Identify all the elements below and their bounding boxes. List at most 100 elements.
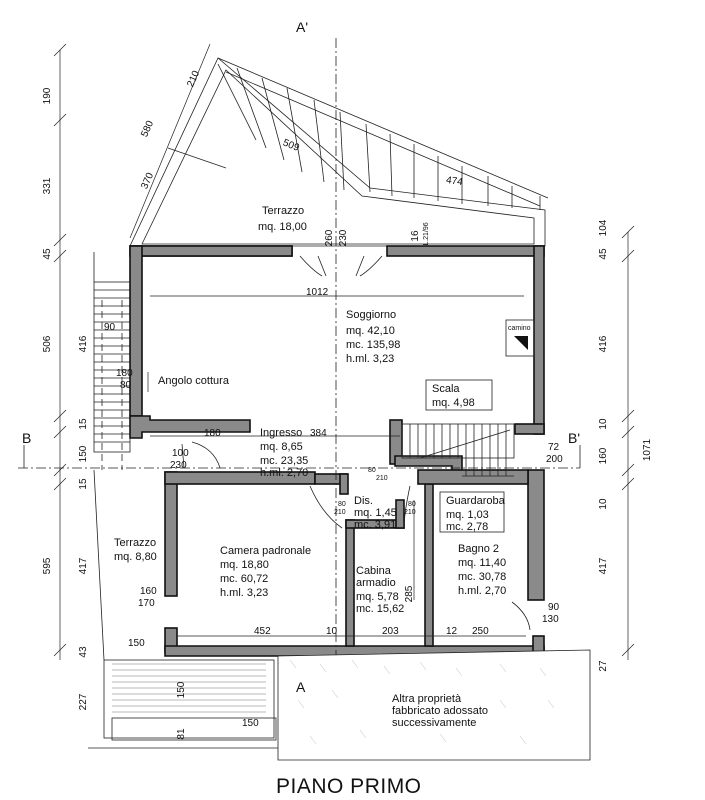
dim-170: 170 [138,598,155,609]
cabina-volume: mc. 15,62 [356,603,404,615]
dim-10: 10 [326,626,338,637]
dim-203: 203 [382,626,399,637]
dim-left-190: 190 [42,87,53,104]
camera-name: Camera padronale [220,545,311,557]
bagno-area: mq. 11,40 [458,557,506,569]
room-labels: Terrazzo mq. 18,00 Soggiorno mq. 42,10 m… [114,205,506,729]
dim-210-c: 210 [334,509,346,516]
dim-left-417: 417 [78,557,89,574]
dim-right-45: 45 [598,248,609,260]
dim-top-l2196: L.21/96 [423,222,430,245]
dim-left-43: 43 [78,646,89,658]
cabina-name: Cabina [356,565,392,577]
fireplace: camino [505,319,535,357]
dim-80-c: 80 [338,501,346,508]
dim-left-15b: 15 [78,478,89,490]
dim-452: 452 [254,626,271,637]
inner-dimensions: 1012 90 180 80 180 384 100 230 72 200 80… [104,287,563,740]
dim-left-416: 416 [78,335,89,352]
ingresso-volume: mc. 23,35 [260,455,308,467]
dim-left-15a: 15 [78,418,89,430]
camera-height: h.ml. 3,23 [220,587,268,599]
section-a-top: A' [296,19,308,35]
dim-top-580: 580 [139,119,156,139]
dim-top-210: 210 [185,69,202,89]
dim-right-1071: 1071 [642,438,653,461]
dim-150-c: 150 [242,718,259,729]
internal-stair [401,423,515,477]
terrazzo-top-name: Terrazzo [262,205,304,217]
dim-180-a: 180 [116,368,133,379]
dim-right-10a: 10 [598,418,609,430]
doors [181,255,531,631]
dis-area: mq. 1,45 [354,507,397,519]
bagno-height: h.ml. 2,70 [458,585,506,597]
dim-right-416: 416 [598,335,609,352]
dim-left-331: 331 [42,177,53,194]
dim-right-27: 27 [598,660,609,672]
guardaroba-volume: mc. 2,78 [446,521,488,533]
ingresso-height: h.ml. 2,70 [260,467,308,479]
camera-volume: mc. 60,72 [220,573,268,585]
dim-left-150: 150 [78,445,89,462]
dim-285: 285 [404,585,415,602]
camera-area: mq. 18,80 [220,559,269,571]
dim-right-417: 417 [598,557,609,574]
bagno-name: Bagno 2 [458,543,499,555]
dim-72: 72 [548,442,560,453]
dim-384: 384 [310,428,327,439]
section-b-left: B [22,430,31,446]
dimension-lines [53,43,635,660]
guardaroba-area: mq. 1,03 [446,509,489,521]
terrazzo-left-name: Terrazzo [114,537,156,549]
dim-81: 81 [176,728,187,740]
dim-left-227: 227 [78,693,89,710]
dim-210-d: 210 [404,509,416,516]
cabina-name2: armadio [356,577,396,589]
dim-150-b: 150 [176,681,187,698]
dim-top-370: 370 [139,171,156,191]
dim-80-d: 80 [408,501,416,508]
dim-150-a: 150 [128,638,145,649]
dim-250: 250 [472,626,489,637]
dim-100: 100 [172,448,189,459]
dim-1012: 1012 [306,287,329,298]
dim-200: 200 [546,454,563,465]
dim-12: 12 [446,626,458,637]
terrazzo-left-area: mq. 8,80 [114,551,157,563]
dim-130: 130 [542,614,559,625]
cabina-area: mq. 5,78 [356,591,399,603]
terrazzo-top-area: mq. 18,00 [258,221,307,233]
dim-left-506: 506 [42,335,53,352]
top-dimensions: 580 210 370 509 474 260 230 16 L.21/96 [139,69,464,247]
note-line2: fabbricato adossato [392,705,488,717]
ingresso-name: Ingresso [260,427,302,439]
dim-right-160: 160 [598,447,609,464]
section-a-bottom: A [296,679,306,695]
note-line1: Altra proprietà [392,693,462,705]
soggiorno-height: h.ml. 3,23 [346,353,394,365]
angolo-cottura-name: Angolo cottura [158,375,230,387]
dim-230: 230 [170,460,187,471]
plan-title: PIANO PRIMO [276,775,422,798]
section-marks: A' A B B' [22,19,580,695]
dim-right-10b: 10 [598,498,609,510]
scala-area: mq. 4,98 [432,397,475,409]
bagno-volume: mc. 30,78 [458,571,506,583]
section-b-right: B' [568,430,580,446]
dim-left-45: 45 [42,248,53,260]
camino-label: camino [508,325,531,332]
dim-160: 160 [140,586,157,597]
scala-name: Scala [432,383,460,395]
dim-top-474: 474 [445,175,463,188]
dim-top-260: 260 [324,229,335,246]
dim-180-b: 180 [204,428,221,439]
right-dimensions: 104 45 416 10 1071 160 10 417 27 [598,219,653,671]
dim-right-104: 104 [598,219,609,236]
dis-volume: mc. 3,91 [354,519,396,531]
dis-name: Dis. [354,495,373,507]
soggiorno-name: Soggiorno [346,309,396,321]
ingresso-area: mq. 8,65 [260,441,303,453]
note-line3: successivamente [392,717,476,729]
